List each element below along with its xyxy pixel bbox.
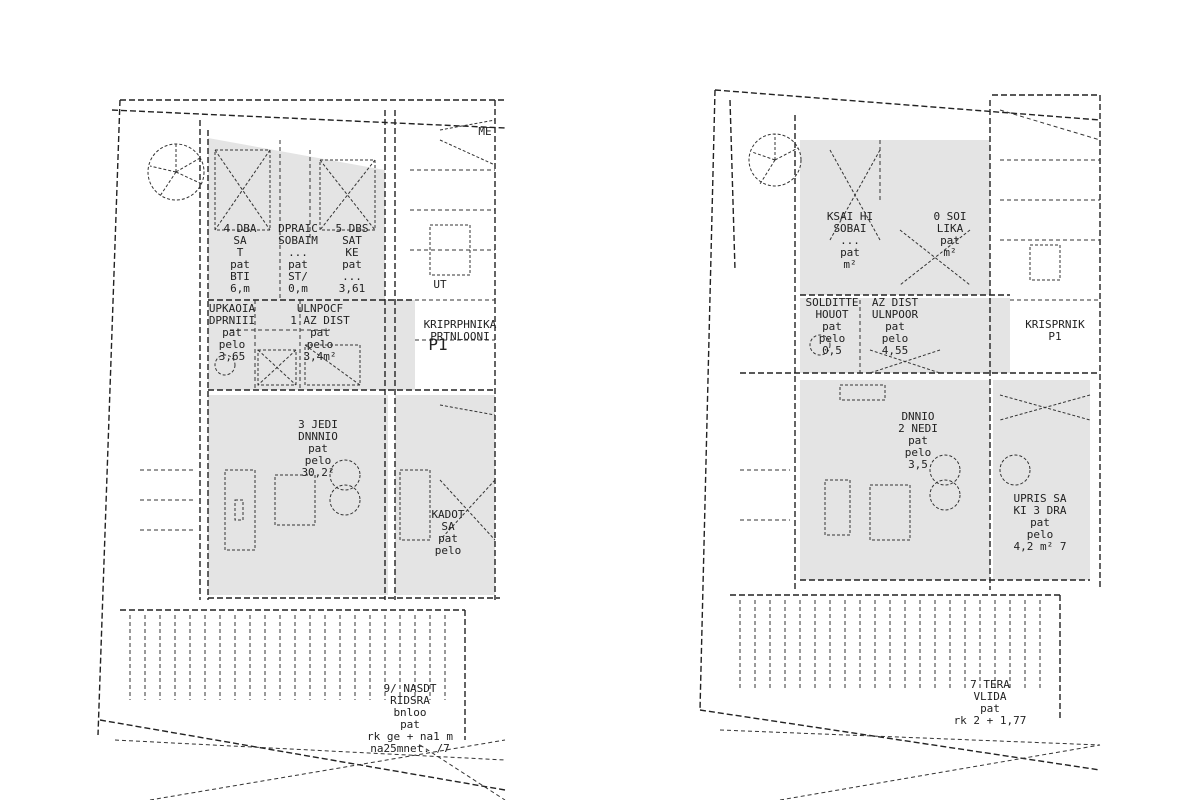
right-room-f-label: 3,5 [908, 458, 928, 471]
left-room-i-label: RIDSRA [390, 694, 430, 707]
left-room-c-label: pat [342, 258, 362, 271]
right-room-g-label: pat [1030, 516, 1050, 529]
left-room-c-label: 5 DBS [335, 222, 368, 235]
right-room-h-label: 7 TERA [970, 678, 1010, 691]
right-room-c-label: pelo [819, 332, 846, 345]
right-room-a-label: pat [840, 246, 860, 259]
right-room-c-label: 0,5 [822, 344, 842, 357]
left-room-a-label: 4 DBA [223, 222, 256, 235]
left-room-i-label: 9/ NASDT [384, 682, 437, 695]
left-label-me: ME [478, 125, 491, 138]
left-room-a-label: 6,m [230, 282, 250, 295]
left-room-h-label: pelo [435, 544, 462, 557]
left-room-i-label: na25mnet. /7 [370, 742, 449, 755]
right-room-d-label: pelo [882, 332, 909, 345]
right-room-d-label: AZ DIST [872, 296, 919, 309]
spiral-stair-icon [748, 133, 802, 187]
right-room-a-label: ... [840, 234, 860, 247]
left-room-d-label: pat [222, 326, 242, 339]
right-room-f-label: DNNIO [901, 410, 934, 423]
left-room-c-label: KE [345, 246, 358, 259]
right-room-h-label: rk 2 + 1,77 [954, 714, 1027, 727]
left-room-b-label: ... [288, 246, 308, 259]
left-room-f-label: PRTNLOONI [430, 330, 490, 343]
right-room-b-label: m² [943, 246, 956, 259]
left-room-a-label: pat [230, 258, 250, 271]
right-room-b-label: 0 SOI [933, 210, 966, 223]
left-room-g-label: 30,2² [301, 466, 334, 479]
left-room-g-label: pelo [305, 454, 332, 467]
right-room-f-label: pelo [905, 446, 932, 459]
right-room-g-label: pelo [1027, 528, 1054, 541]
right-room-d-label: ULNPOOR [872, 308, 919, 321]
right-room-d-label: 4,55 [882, 344, 909, 357]
left-room-h-label: KADOT [431, 508, 464, 521]
left-room-c-label: ... [342, 270, 362, 283]
right-room-h-label: pat [980, 702, 1000, 715]
right-room-g-label: KI 3 DRA [1014, 504, 1067, 517]
left-label-p1: P1 [428, 335, 447, 354]
left-room-g-label: 3 JEDI [298, 418, 338, 431]
left-room-b-label: SOBAIM [278, 234, 318, 247]
left-room-i-label: bnloo [393, 706, 426, 719]
left-room-g-label: DNNNIO [298, 430, 338, 443]
left-room-d-label: UPKAOIA [209, 302, 256, 315]
right-room-g-label: UPRIS SA [1014, 492, 1067, 505]
left-room-b-label: 0,m [288, 282, 308, 295]
right-room-c-label: SOLDITTE [806, 296, 859, 309]
left-room-i-label: rk ge + na1 m [367, 730, 453, 743]
left-room-b-label: pat [288, 258, 308, 271]
left-room-i-label: pat [400, 718, 420, 731]
right-room-f-label: 2 NEDI [898, 422, 938, 435]
left-room-d-label: DPRNIII [209, 314, 255, 327]
right-room-h-label: VLIDA [973, 690, 1006, 703]
left-room-e-label: pat [310, 326, 330, 339]
left-room-f-label: KRIPRPHNIKA [424, 318, 497, 331]
right-room-f-label: pat [908, 434, 928, 447]
left-room-h-label: pat [438, 532, 458, 545]
right-room-d-label: pat [885, 320, 905, 333]
left-room-b-label: ST/ [288, 270, 308, 283]
left-room-b-label: DPRAIC [278, 222, 318, 235]
left-floor-plan [97, 99, 506, 800]
left-room-e-label: 3,4m² [303, 350, 336, 363]
right-room-b-label: pat [940, 234, 960, 247]
right-room-g-label: 4,2 m² 7 [1014, 540, 1067, 553]
right-room-a-label: KSAI HI [827, 210, 873, 223]
left-room-c-label: 3,61 [339, 282, 366, 295]
left-room-h-label: SA [441, 520, 455, 533]
right-room-a-label: m² [843, 258, 856, 271]
left-room-a-label: SA [233, 234, 247, 247]
left-room-d-label: pelo [219, 338, 246, 351]
left-room-a-label: T [237, 246, 244, 259]
left-room-g-label: pat [308, 442, 328, 455]
left-label-ut: UT [433, 278, 447, 291]
left-room-e-label: 1 AZ DIST [290, 314, 350, 327]
right-room-b-label: LIKA [937, 222, 964, 235]
left-room-c-label: SAT [342, 234, 362, 247]
spiral-stair-icon [147, 143, 205, 201]
right-room-c-label: pat [822, 320, 842, 333]
left-room-e-label: ULNPOCF [297, 302, 343, 315]
right-floor-plan [699, 89, 1101, 800]
left-room-e-label: pelo [307, 338, 334, 351]
right-room-a-label: SOBAI [833, 222, 866, 235]
left-room-d-label: 3,65 [219, 350, 246, 363]
right-room-e-label: KRISPRNIK [1025, 318, 1085, 331]
right-room-c-label: HOUOT [815, 308, 848, 321]
left-room-a-label: BTI [230, 270, 250, 283]
right-room-e-label: P1 [1048, 330, 1061, 343]
